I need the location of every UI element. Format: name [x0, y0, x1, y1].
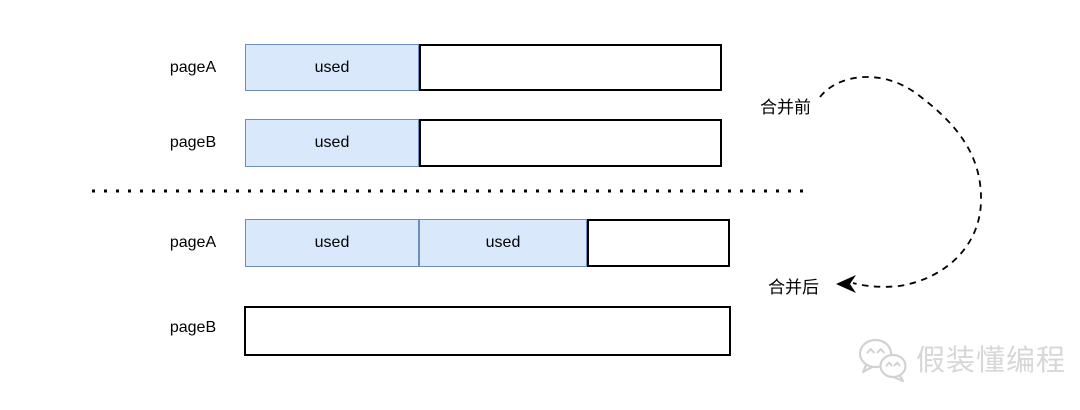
row-label-pagea-after: pageA [169, 234, 217, 251]
pagea-after-used-segment-2: used [419, 219, 587, 267]
watermark: 假装懂编程 [858, 337, 1066, 385]
row-label-pageb-before: pageB [169, 134, 217, 151]
row-label-pagea-before: pageA [169, 59, 217, 76]
pagea-after-free-segment [587, 219, 730, 267]
after-merge-label: 合并后 [768, 278, 819, 297]
pagea-after-used-segment-1: used [245, 219, 419, 267]
pagea-before-used-segment: used [245, 44, 419, 91]
pageb-after-free-segment [244, 306, 731, 356]
wechat-logo-icon [858, 338, 907, 383]
pageb-before-free-segment [419, 119, 722, 167]
before-merge-label: 合并前 [760, 98, 811, 117]
pagea-before-free-segment [419, 44, 722, 91]
pageb-before-used-segment: used [245, 119, 419, 167]
row-label-pageb-after: pageB [169, 319, 217, 336]
watermark-brand-text: 假装懂编程 [916, 345, 1067, 377]
